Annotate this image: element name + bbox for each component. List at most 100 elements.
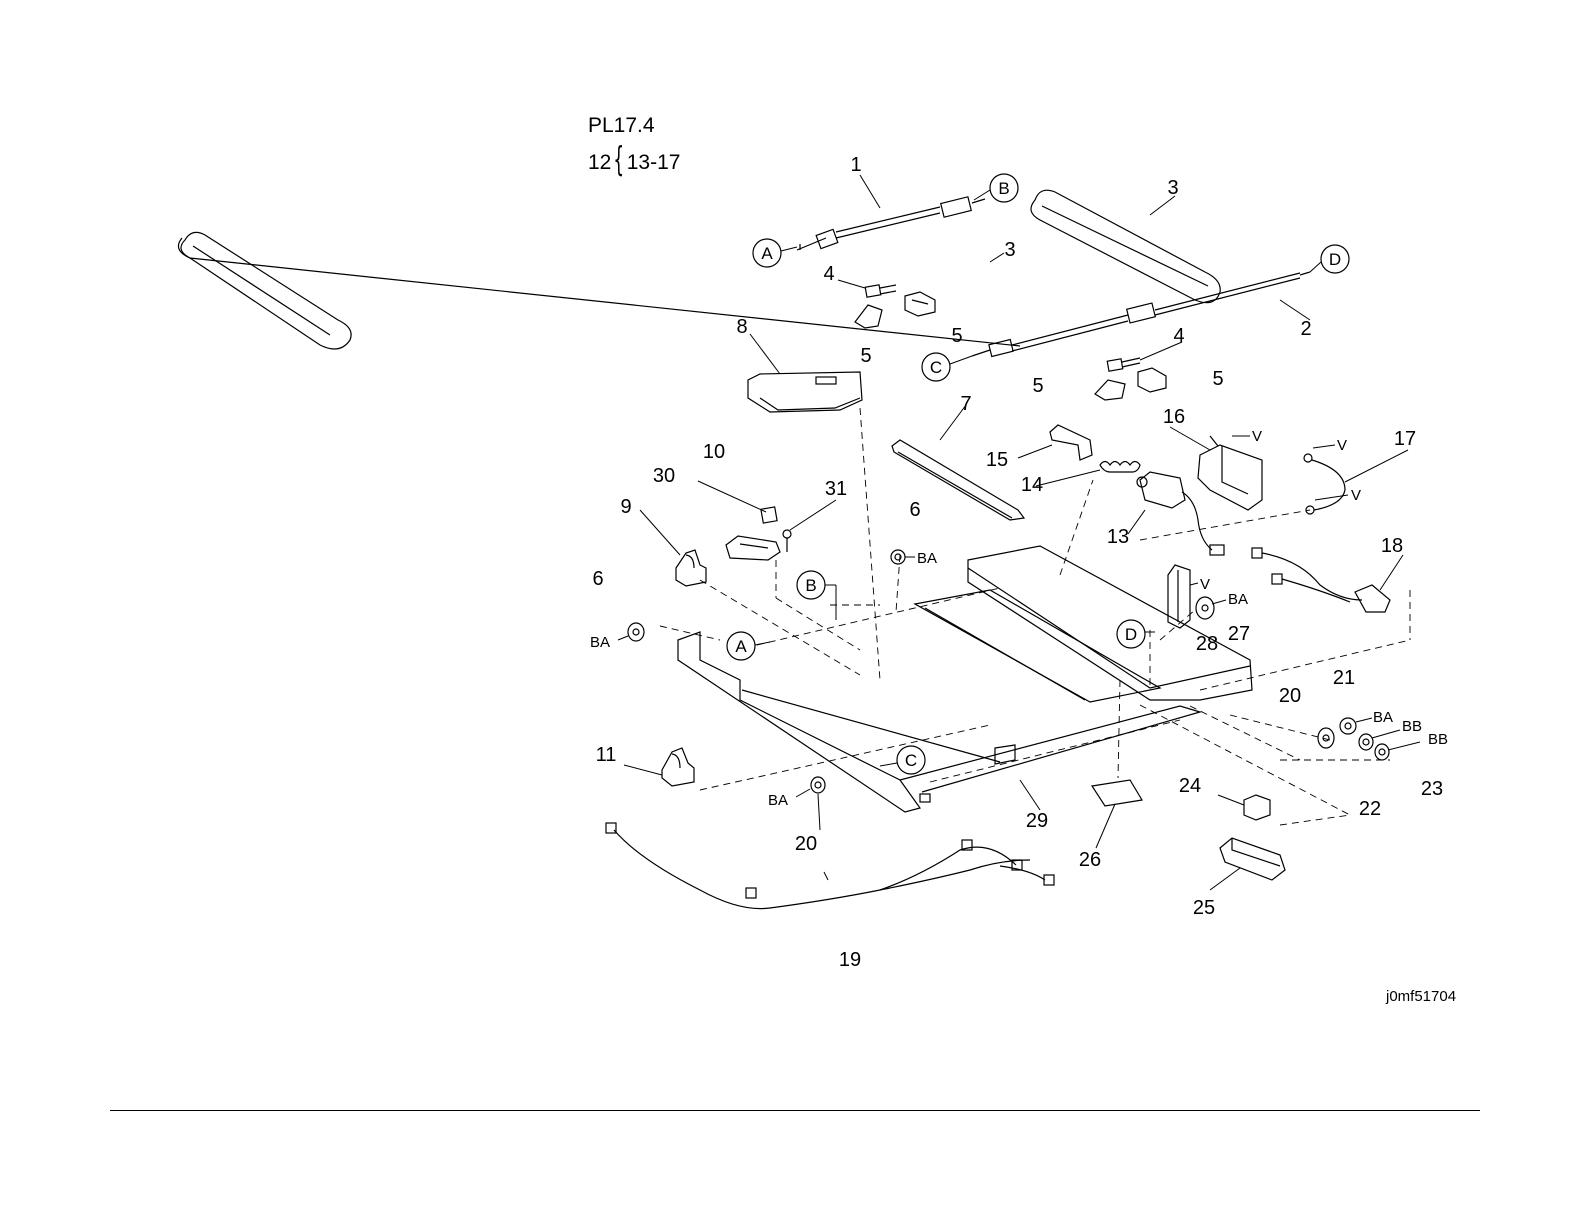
tag-v-28: V (1200, 576, 1210, 593)
link-15 (1050, 425, 1092, 460)
callout-3-front: 3 (1004, 239, 1015, 261)
tag-ba-6-lower: BA (590, 634, 610, 651)
callout-27: 27 (1228, 623, 1250, 645)
callout-4-left: 4 (823, 263, 834, 285)
callout-15: 15 (986, 449, 1008, 471)
tag-ba-27: BA (1228, 591, 1248, 608)
callout-14: 14 (1021, 474, 1043, 496)
tag-ba-6-upper: BA (917, 550, 937, 567)
tag-v-17-upper: V (1337, 437, 1347, 454)
callout-5-left-a: 5 (860, 345, 871, 367)
clip-5-left-b (905, 292, 935, 316)
connector-d-top: D (1329, 250, 1341, 269)
clip-5-right-b (1138, 368, 1166, 392)
callout-22: 22 (1359, 798, 1381, 820)
bushing-23 (1375, 744, 1389, 760)
cover-8 (748, 372, 862, 412)
callout-5-left-b: 5 (951, 325, 962, 347)
callout-9: 9 (620, 496, 631, 518)
callout-28: 28 (1196, 633, 1218, 655)
callout-20-lower: 20 (795, 833, 817, 855)
part-callouts: 1 2 3 3 4 4 5 5 5 5 6 6 7 8 9 10 11 13 1… (592, 154, 1443, 971)
callout-3-rear: 3 (1167, 177, 1178, 199)
callout-20-right: 20 (1279, 685, 1301, 707)
callout-5-right-a: 5 (1032, 375, 1043, 397)
callout-21: 21 (1333, 667, 1355, 689)
callout-5-right-b: 5 (1212, 368, 1223, 390)
connector-d-frame: D (1125, 625, 1137, 644)
bushing-21 (1340, 718, 1356, 734)
callout-10: 10 (703, 441, 725, 463)
callout-8: 8 (736, 316, 747, 338)
connector-c-frame: C (905, 751, 917, 770)
tag-v-16: V (1252, 428, 1262, 445)
gear-27 (1196, 597, 1214, 619)
belt-3-front (181, 232, 351, 349)
connector-a-top: A (761, 244, 773, 263)
callout-23: 23 (1421, 778, 1443, 800)
callout-18: 18 (1381, 535, 1403, 557)
tag-bb-23: BB (1428, 731, 1448, 748)
tag-ba-20-lower: BA (768, 792, 788, 809)
connector-a-frame: A (735, 637, 747, 656)
screw-31 (783, 530, 791, 552)
clip-5-left-a (855, 305, 882, 328)
callout-1: 1 (850, 154, 861, 176)
bracket-16 (1198, 436, 1262, 510)
bushing-20-lower (811, 777, 825, 793)
holder-30 (726, 536, 780, 560)
bushing-6-upper (891, 550, 905, 564)
bushing-22 (1359, 734, 1373, 750)
solenoid-13 (1137, 472, 1224, 555)
harness-18 (1252, 548, 1390, 612)
tag-v-17-lower: V (1351, 487, 1361, 504)
callout-4-right: 4 (1173, 325, 1184, 347)
slider-24 (1244, 795, 1270, 820)
belt-3-left (178, 229, 1050, 347)
belt-3-rear (1031, 190, 1220, 302)
callout-19: 19 (839, 949, 861, 971)
leader-lines (624, 175, 1408, 890)
callout-13: 13 (1107, 526, 1129, 548)
frame-29 (678, 632, 1200, 812)
actuator-11 (662, 748, 694, 786)
rail-25 (1220, 838, 1285, 880)
clip-5-right-a (1095, 380, 1125, 400)
sheet-26 (1092, 780, 1142, 806)
callout-6-lower: 6 (592, 568, 603, 590)
callout-17: 17 (1394, 428, 1416, 450)
belt-3-front-body (180, 230, 1052, 347)
callout-26: 26 (1079, 849, 1101, 871)
callout-16: 16 (1163, 406, 1185, 428)
pin-4-right (1107, 358, 1140, 371)
spring-14 (1100, 462, 1140, 473)
fastener-tags: BA BA BA BA BA BB BB V V V V (590, 428, 1448, 809)
connector-b-frame: B (805, 576, 816, 595)
pin-4-left (865, 285, 896, 297)
cable-1 (797, 197, 985, 250)
callout-31: 31 (825, 478, 847, 500)
belt-3-left-outline (182, 230, 347, 346)
tag-bb-22: BB (1402, 718, 1422, 735)
tag-ba-21: BA (1373, 709, 1393, 726)
bracket-28 (1168, 565, 1190, 628)
callout-6-upper: 6 (909, 499, 920, 521)
frame-plate-upper (915, 546, 1252, 702)
callout-29: 29 (1026, 810, 1048, 832)
callout-24: 24 (1179, 775, 1201, 797)
callout-2: 2 (1300, 318, 1311, 340)
callout-7: 7 (960, 393, 971, 415)
pad-10 (761, 507, 777, 523)
tag-leaders (618, 436, 1420, 797)
connector-b-top: B (998, 179, 1009, 198)
callout-25: 25 (1193, 897, 1215, 919)
bushing-20-right (1318, 728, 1334, 748)
bushing-6-lower (628, 623, 644, 641)
cable-2 (972, 272, 1310, 356)
harness-17 (1304, 454, 1345, 514)
harness-19 (606, 823, 1054, 909)
callout-11: 11 (596, 744, 617, 766)
callout-30: 30 (653, 465, 675, 487)
connector-c-top: C (930, 358, 942, 377)
